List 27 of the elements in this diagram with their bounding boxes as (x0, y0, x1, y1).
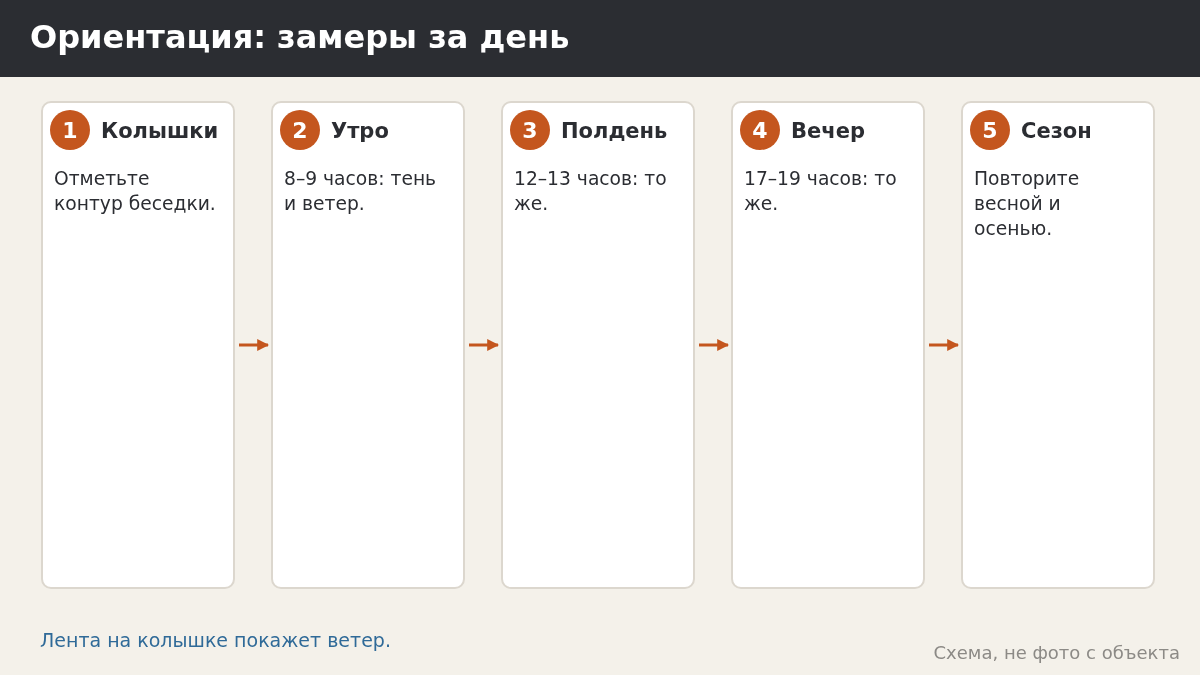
step-card (501, 101, 695, 589)
step-title: Сезон (1021, 118, 1092, 144)
arrow (699, 339, 730, 351)
step-description: Повторите весной и осенью. (974, 167, 1081, 241)
step-description: 17–19 часов: то же. (744, 167, 898, 216)
footnote: Схема, не фото с объекта (933, 641, 1180, 665)
step-card (41, 101, 235, 589)
step-card (731, 101, 925, 589)
step-number: 5 (970, 110, 1010, 150)
arrow (929, 339, 960, 351)
arrow (239, 339, 270, 351)
step-number: 1 (50, 110, 90, 150)
step-description: Отметьте контур беседки. (54, 167, 217, 216)
step-number: 2 (280, 110, 320, 150)
arrow (469, 339, 500, 351)
step-title: Вечер (791, 118, 865, 144)
step-title: Утро (331, 118, 389, 144)
note: Лента на колышке покажет ветер. (40, 628, 391, 652)
step-card (961, 101, 1155, 589)
step-number: 3 (510, 110, 550, 150)
title: Ориентация: замеры за день (30, 17, 570, 57)
step-number: 4 (740, 110, 780, 150)
step-title: Полдень (561, 118, 668, 144)
step-description: 8–9 часов: тень и ветер. (284, 167, 438, 216)
step-card (271, 101, 465, 589)
step-title: Колышки (101, 118, 219, 144)
step-description: 12–13 часов: то же. (514, 167, 668, 216)
